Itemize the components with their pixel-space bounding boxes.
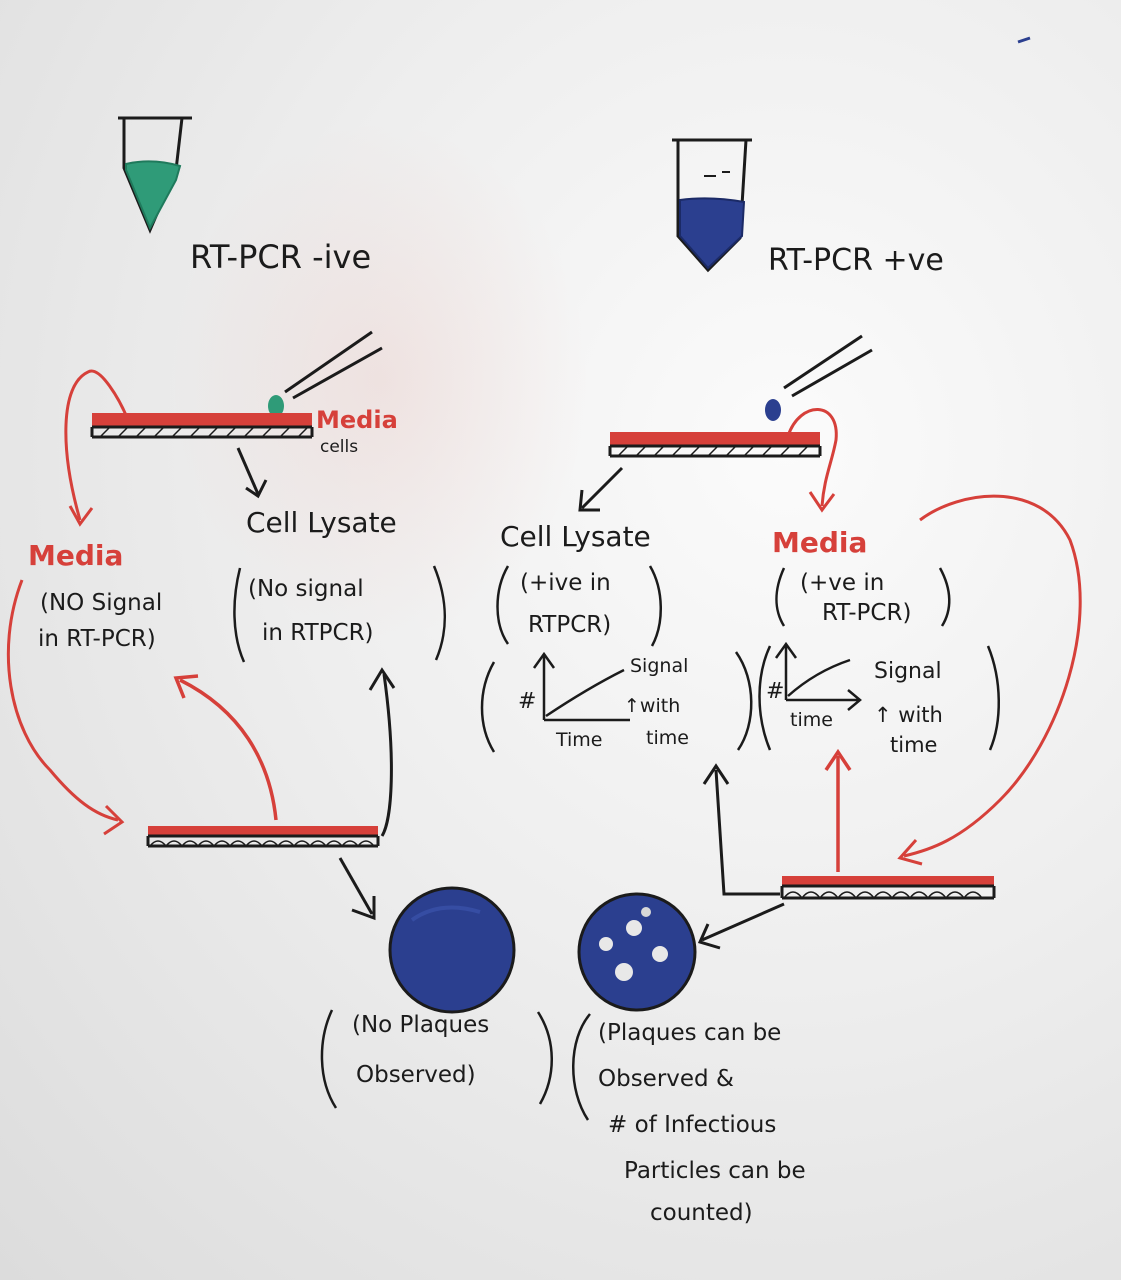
arrow-to-plate-left bbox=[338, 857, 374, 915]
graph2-y-label: # bbox=[766, 679, 784, 704]
pipette-left bbox=[268, 330, 383, 417]
stray-mark bbox=[1017, 36, 1031, 44]
plaque-note-left-line2: Observed) bbox=[356, 1062, 476, 1088]
lysate-result-line2-left: in RTPCR) bbox=[262, 620, 374, 646]
arrow-to-media-right bbox=[786, 408, 838, 507]
graph-media bbox=[758, 641, 1000, 751]
title-positive: RT-PCR +ve bbox=[768, 243, 944, 278]
cells-label-left: cells bbox=[320, 437, 358, 457]
dish-left-bottom bbox=[146, 826, 380, 848]
graph1-note1: Signal bbox=[630, 655, 688, 677]
graph2-x-label: time bbox=[790, 709, 833, 731]
plaque-note-right-line3: # of Infectious bbox=[608, 1112, 776, 1138]
arrow-dish-to-media-left bbox=[179, 678, 278, 821]
media-result-line1-left: (NO Signal bbox=[40, 590, 162, 616]
media-label-left: Media bbox=[316, 406, 398, 434]
media-result-line2-left: in RT-PCR) bbox=[38, 626, 156, 652]
media-result-line1-right: (+ve in bbox=[800, 570, 884, 596]
graph2-note2: ↑ with bbox=[874, 703, 943, 727]
tube-negative bbox=[118, 116, 192, 234]
graph1-y-label: # bbox=[518, 689, 536, 714]
lysate-result-title-right: Cell Lysate bbox=[500, 520, 651, 553]
arrow-to-lysate-right bbox=[580, 466, 624, 510]
dish-right-bottom bbox=[780, 876, 996, 900]
media-result-title-left: Media bbox=[28, 539, 123, 572]
dish-right-top bbox=[608, 432, 822, 458]
arrow-to-plate-right bbox=[701, 902, 785, 942]
lysate-result-line1-right: (+ive in bbox=[520, 570, 611, 596]
plaque-note-right-line2: Observed & bbox=[598, 1066, 734, 1092]
graph-lysate bbox=[480, 651, 753, 753]
arrow-media-to-dish-right bbox=[903, 494, 1082, 858]
plaque-note-right-line5: counted) bbox=[650, 1200, 753, 1226]
lysate-result-line2-right: RTPCR) bbox=[528, 612, 611, 638]
plaque-note-right-line1: (Plaques can be bbox=[598, 1020, 781, 1046]
plate-with-plaques bbox=[577, 892, 697, 1012]
graph2-note1: Signal bbox=[874, 659, 942, 684]
lysate-result-title-left: Cell Lysate bbox=[246, 506, 397, 539]
arrow-dish-to-lysate-right bbox=[714, 769, 780, 896]
media-result-line2-right: RT-PCR) bbox=[822, 600, 911, 626]
lysate-result-line1-left: (No signal bbox=[248, 576, 364, 602]
arrow-to-media-left bbox=[64, 369, 130, 521]
plaque-note-left-line1: (No Plaques bbox=[352, 1012, 489, 1038]
pipette-right bbox=[765, 334, 873, 421]
plaque-note-right-line4: Particles can be bbox=[624, 1158, 806, 1184]
arrow-media-to-dish-left bbox=[6, 579, 119, 822]
tube-positive bbox=[672, 138, 752, 273]
arrow-dish-to-lysate-left bbox=[380, 673, 393, 837]
graph1-note3: time bbox=[646, 727, 689, 749]
graph1-note2: ↑with bbox=[624, 695, 680, 717]
plate-no-plaques bbox=[388, 886, 516, 1014]
title-negative: RT-PCR -ive bbox=[190, 238, 371, 276]
dish-left-top bbox=[90, 413, 314, 439]
media-result-title-right: Media bbox=[772, 526, 867, 559]
graph1-x-label: Time bbox=[555, 729, 603, 751]
arrow-to-lysate-left bbox=[236, 447, 260, 495]
graph2-note3: time bbox=[890, 733, 937, 757]
